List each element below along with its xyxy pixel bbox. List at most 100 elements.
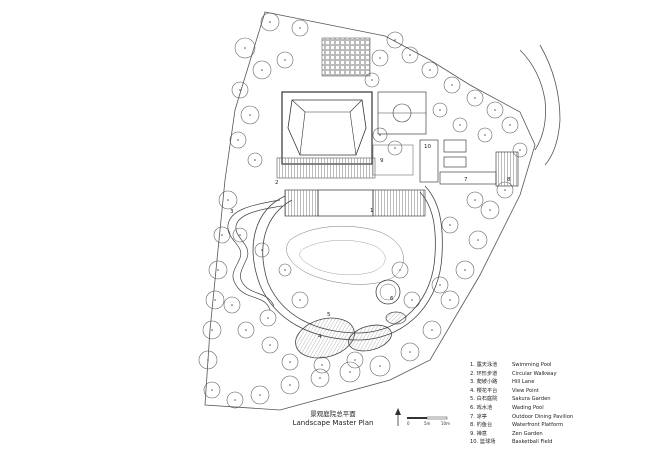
pavilion-block [419,139,439,183]
tree-canopy [240,105,260,125]
legend-zh: 凉亭 [476,413,487,420]
tree-trunk [245,329,247,331]
tree-canopy [346,351,364,369]
legend-num: 10. [470,439,479,446]
legend-num: 2. [470,370,475,377]
tree-trunk [284,59,286,61]
tree-trunk [449,299,451,301]
plan-label-2: 2 [275,180,279,186]
tree-trunk [237,139,239,141]
tree-canopy [372,127,388,143]
tree-canopy [250,385,270,405]
tree-canopy [261,336,279,354]
tree-canopy [422,320,442,340]
legend-zh: 樱花平台 [476,387,498,394]
legend-num: 9. [470,430,475,437]
tree-canopy [280,375,300,395]
tree-canopy [208,260,228,280]
tree-trunk [379,57,381,59]
tree-trunk [227,199,229,201]
main-building [281,91,373,165]
legend-en: Outdoor Dining Pavilion [512,413,574,420]
tree-trunk [409,54,411,56]
tree-canopy [229,131,247,149]
roof-ridge [291,99,306,113]
tree-trunk [464,269,466,271]
legend-zh: 露天泳池 [476,362,498,368]
tree-trunk [449,224,451,226]
tree-trunk [489,209,491,211]
tree-trunk [451,84,453,86]
tree-canopy [440,290,460,310]
tree-canopy [281,353,299,371]
legend-zh: 环形步道 [476,370,498,377]
scale-label-5m: 5m [424,421,431,426]
tree-canopy [364,72,380,88]
tree-trunk [231,304,233,306]
wading-pool [375,279,401,305]
tree-trunk [254,159,256,161]
tree-trunk [371,79,373,81]
tree-canopies [198,12,528,409]
legend-en: Basketball Field [512,439,553,446]
tree-canopy [203,381,221,399]
tree-canopy [512,142,528,158]
tree-canopy [371,49,389,67]
tree-canopy [231,81,249,99]
legend-num: 8. [470,422,475,429]
site-boundary [204,11,536,411]
tree-trunk [214,299,216,301]
tree-canopy [466,89,484,107]
tree-canopy [260,12,280,32]
legend-item: 2. 环形步道 Circular Walkway [470,370,640,379]
tree-trunk [221,234,223,236]
tree-canopy [276,51,294,69]
tree-trunk [519,149,521,151]
tree-trunk [289,361,291,363]
tree-trunk [299,299,301,301]
tree-canopy [254,242,270,258]
title-chinese: 景观庭院总平面 [310,410,356,418]
legend-en: Sakura Garden [512,396,551,403]
tree-trunk [319,377,321,379]
tree-trunk [269,344,271,346]
tree-trunk [284,269,286,271]
tree-trunk [379,365,381,367]
tree-trunk [474,97,476,99]
tree-canopy [391,261,409,279]
legend-num: 4. [470,387,475,394]
roof-ridge [349,111,357,156]
tree-trunk [484,134,486,136]
tree-canopy [431,276,449,294]
tree-canopy [291,291,309,309]
tree-trunk [409,351,411,353]
tree-canopy [421,61,439,79]
tree-canopy [468,230,488,250]
tree-canopy [386,31,404,49]
contour-line [286,225,404,285]
legend-en: Wading Pool [512,404,544,411]
tree-trunk [474,199,476,201]
tree-canopy [198,350,218,370]
tree-canopy [466,191,484,209]
plan-label-5: 5 [327,312,331,318]
tree-canopy [237,321,255,339]
road-curve [519,49,546,151]
tree-canopy [477,127,493,143]
legend-en: Waterfront Platform [512,422,564,429]
plan-label-4: 4 [318,334,322,340]
legend-zh: 爬坡小路 [476,379,498,386]
legend-zh: 禅意 [476,430,487,437]
sakura-garden-small [385,311,407,325]
tree-canopy [202,320,222,340]
tree-trunk [211,329,213,331]
tree-canopy [401,46,419,64]
tree-trunk [207,359,209,361]
tree-trunk [217,269,219,271]
legend-en: Circular Walkway [512,370,557,377]
tree-canopy [441,216,459,234]
